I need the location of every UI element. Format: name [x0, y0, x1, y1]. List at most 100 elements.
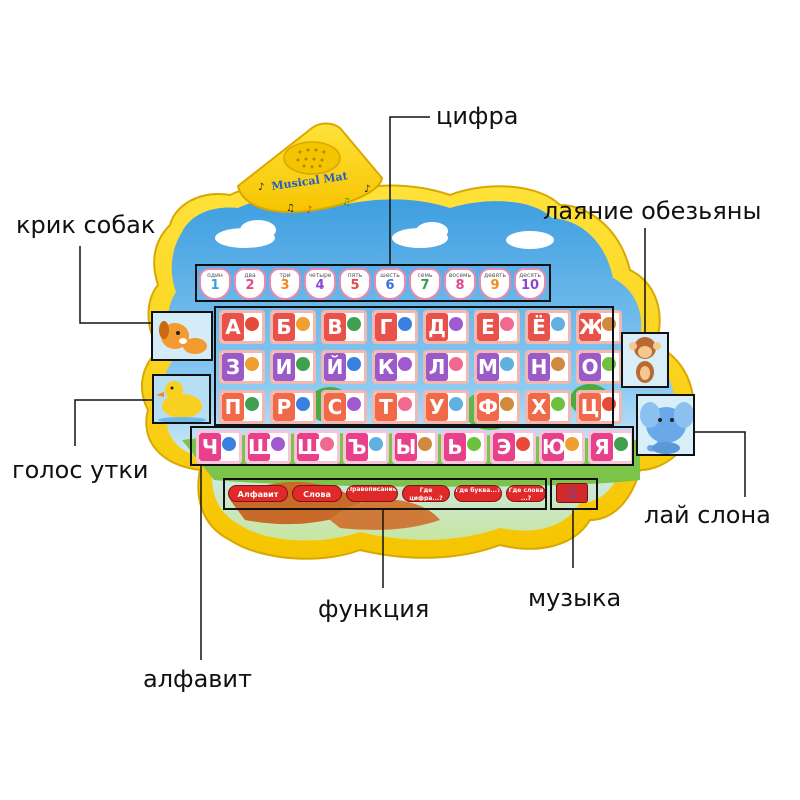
- letter-card[interactable]: Н: [525, 350, 571, 384]
- letter-card[interactable]: Й: [321, 350, 367, 384]
- letter-picture-icon: [551, 357, 565, 371]
- letter-glyph: Я: [591, 433, 613, 461]
- letter-card[interactable]: И: [270, 350, 316, 384]
- letter-card[interactable]: Э: [490, 430, 536, 464]
- letter-picture-icon: [551, 397, 565, 411]
- letter-card[interactable]: Ш: [245, 430, 291, 464]
- letter-card[interactable]: Ж: [576, 310, 622, 344]
- callout-dog: крик собак: [16, 211, 156, 239]
- letter-glyph: Р: [273, 393, 295, 421]
- letter-glyph: Е: [477, 313, 499, 341]
- function-button[interactable]: Где буква...?: [454, 485, 502, 502]
- letter-card[interactable]: Щ: [294, 430, 340, 464]
- music-note-icon: ♪: [364, 184, 370, 195]
- letter-card[interactable]: Я: [588, 430, 634, 464]
- letter-glyph: У: [426, 393, 448, 421]
- number-word: девять: [483, 272, 507, 279]
- letter-glyph: Ю: [542, 433, 566, 461]
- letter-card[interactable]: Б: [270, 310, 316, 344]
- number-word: семь: [417, 272, 433, 279]
- letter-glyph: О: [579, 353, 601, 381]
- letter-picture-icon: [296, 317, 310, 331]
- function-button[interactable]: Алфавит: [228, 485, 288, 502]
- letter-glyph: А: [222, 313, 244, 341]
- letter-card[interactable]: Ь: [441, 430, 487, 464]
- letter-card[interactable]: Е: [474, 310, 520, 344]
- function-button[interactable]: Правописание: [346, 485, 398, 502]
- letter-glyph: Ч: [199, 433, 221, 461]
- number-digit: 7: [420, 278, 430, 293]
- number-word: десять: [519, 272, 541, 279]
- letter-card[interactable]: Д: [423, 310, 469, 344]
- letter-picture-icon: [500, 357, 514, 371]
- letter-card[interactable]: У: [423, 390, 469, 424]
- letter-picture-icon: [398, 357, 412, 371]
- letter-card[interactable]: Р: [270, 390, 316, 424]
- letter-card[interactable]: Ъ: [343, 430, 389, 464]
- letter-card[interactable]: З: [219, 350, 265, 384]
- letter-card[interactable]: А: [219, 310, 265, 344]
- letter-picture-icon: [296, 397, 310, 411]
- letter-card[interactable]: В: [321, 310, 367, 344]
- letter-card[interactable]: Т: [372, 390, 418, 424]
- letter-picture-icon: [245, 317, 259, 331]
- letter-card[interactable]: Ы: [392, 430, 438, 464]
- letter-glyph: Х: [528, 393, 550, 421]
- music-note-icon: ♪: [258, 182, 264, 193]
- number-digit: 2: [245, 278, 255, 293]
- letter-picture-icon: [449, 317, 463, 331]
- letter-picture-icon: [398, 397, 412, 411]
- function-button[interactable]: Где цифра...?: [402, 485, 450, 502]
- number-digit: 5: [350, 278, 360, 293]
- letter-card[interactable]: Г: [372, 310, 418, 344]
- number-word: восемь: [448, 272, 472, 279]
- letter-card[interactable]: Ё: [525, 310, 571, 344]
- letter-card[interactable]: П: [219, 390, 265, 424]
- letter-glyph: Ж: [579, 313, 604, 341]
- letter-picture-icon: [347, 357, 361, 371]
- letter-glyph: С: [324, 393, 346, 421]
- letter-card[interactable]: К: [372, 350, 418, 384]
- number-digit: 1: [210, 278, 220, 293]
- letter-glyph: Ъ: [346, 433, 368, 461]
- letter-card[interactable]: Ч: [196, 430, 242, 464]
- letter-card[interactable]: Ю: [539, 430, 585, 464]
- letter-glyph: Б: [273, 313, 295, 341]
- music-note-icon: ♪: [306, 205, 312, 216]
- letter-card[interactable]: С: [321, 390, 367, 424]
- letter-picture-icon: [296, 357, 310, 371]
- letter-picture-icon: [500, 397, 514, 411]
- letter-card[interactable]: Х: [525, 390, 571, 424]
- letter-card[interactable]: Ц: [576, 390, 622, 424]
- letter-card[interactable]: Л: [423, 350, 469, 384]
- music-button[interactable]: ♫: [556, 483, 588, 503]
- function-button[interactable]: Слова: [292, 485, 342, 502]
- function-button[interactable]: Где слова ...?: [506, 485, 546, 502]
- letter-picture-icon: [516, 437, 530, 451]
- callout-alphabet: алфавит: [143, 665, 252, 693]
- letter-glyph: И: [273, 353, 295, 381]
- letter-glyph: Л: [426, 353, 448, 381]
- monkey-picture: [622, 333, 668, 387]
- number-word: два: [244, 272, 256, 279]
- callout-leader-lines: [74, 116, 746, 660]
- music-note-icon: ♫: [342, 197, 351, 208]
- letter-picture-icon: [222, 437, 236, 451]
- letter-card[interactable]: М: [474, 350, 520, 384]
- callout-music: музыка: [528, 584, 622, 612]
- letter-card[interactable]: О: [576, 350, 622, 384]
- letter-card[interactable]: Ф: [474, 390, 520, 424]
- letter-glyph: Г: [375, 313, 397, 341]
- number-digit: 4: [315, 278, 325, 293]
- letter-glyph: Ц: [579, 393, 601, 421]
